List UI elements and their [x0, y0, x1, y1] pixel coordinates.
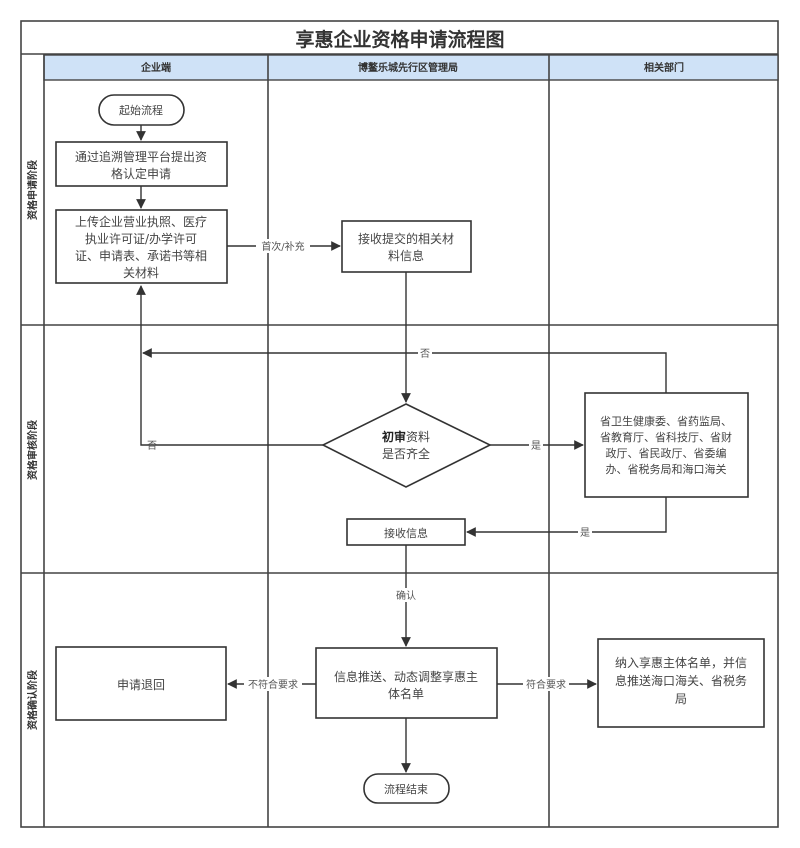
- edge-label-bg-yes-right: [529, 439, 543, 452]
- svg-text:省卫生健康委、省药监局、: 省卫生健康委、省药监局、: [600, 414, 732, 428]
- phase-label-confirm: 资格确认阶段: [26, 670, 39, 730]
- svg-text:格认定申请: 格认定申请: [111, 166, 171, 181]
- node-include-list: 纳入享惠主体名单，并信 息推送海口海关、省税务 局: [597, 638, 765, 728]
- edge-label-not-meet: 不符合要求: [248, 678, 298, 691]
- edge-label-bg-meet: [523, 677, 569, 691]
- svg-text:局: 局: [675, 692, 687, 706]
- lane-header-enterprise: 企业端: [140, 61, 171, 74]
- node-upload-materials: 上传企业营业执照、医疗 执业许可证/办学许可 证、申请表、承诺书等相 关材料: [55, 209, 228, 284]
- edge-departments-no-return: [142, 348, 667, 393]
- edge-label-bg-no-top: [418, 347, 432, 360]
- edge-label-yes-right: 是: [531, 440, 541, 452]
- svg-text:申请退回: 申请退回: [117, 678, 165, 692]
- edge-decision-no: [136, 285, 323, 446]
- edge-label-bg-not-meet: [244, 677, 302, 691]
- node-related-departments: 省卫生健康委、省药监局、 省教育厅、省科技厅、省财 政厅、省民政厅、省委编 办、…: [584, 392, 749, 498]
- node-start: 起始流程: [98, 94, 185, 126]
- svg-text:上传企业营业执照、医疗: 上传企业营业执照、医疗: [75, 214, 207, 229]
- svg-text:政厅、省民政厅、省委编: 政厅、省民政厅、省委编: [606, 446, 727, 460]
- edge-label-no-left: 否: [147, 440, 157, 452]
- svg-text:省教育厅、省科技厅、省财: 省教育厅、省科技厅、省财: [600, 430, 732, 444]
- node-receive-info: 接收信息: [346, 518, 466, 546]
- svg-text:是否齐全: 是否齐全: [382, 446, 430, 461]
- edge-label-first-supplement: 首次/补充: [261, 240, 304, 253]
- phase-label-apply: 资格申请阶段: [26, 160, 39, 220]
- svg-text:流程结束: 流程结束: [384, 782, 428, 796]
- svg-text:体名单: 体名单: [388, 686, 424, 701]
- svg-text:起始流程: 起始流程: [119, 103, 163, 117]
- svg-text:信息推送、动态调整享惠主: 信息推送、动态调整享惠主: [334, 669, 478, 684]
- node-application-rejected: 申请退回: [55, 646, 227, 721]
- phase-label-review: 资格审核阶段: [26, 420, 39, 480]
- svg-text:初审资料: 初审资料: [382, 429, 430, 444]
- svg-text:证、申请表、承诺书等相: 证、申请表、承诺书等相: [75, 249, 207, 263]
- node-decision-initial-review: 初审资料 是否齐全: [321, 403, 492, 488]
- svg-text:纳入享惠主体名单，并信: 纳入享惠主体名单，并信: [615, 655, 747, 670]
- edge-label-confirm: 确认: [396, 589, 416, 602]
- lane-header-departments: 相关部门: [644, 61, 684, 74]
- svg-text:接收提交的相关材: 接收提交的相关材: [358, 231, 454, 246]
- svg-text:办、省税务局和海口海关: 办、省税务局和海口海关: [606, 462, 727, 476]
- svg-text:关材料: 关材料: [123, 266, 159, 280]
- edge-label-bg-yes-back: [578, 526, 592, 539]
- node-submit-application: 通过追溯管理平台提出资 格认定申请: [55, 141, 228, 187]
- svg-text:通过追溯管理平台提出资: 通过追溯管理平台提出资: [75, 149, 207, 164]
- diagram-title: 享惠企业资格申请流程图: [295, 28, 504, 51]
- edge-label-no-top: 否: [420, 348, 430, 360]
- outer-frame: [20, 20, 779, 828]
- edge-label-meet: 符合要求: [526, 678, 566, 691]
- node-receive-materials: 接收提交的相关材 料信息: [341, 220, 472, 273]
- svg-text:接收信息: 接收信息: [384, 526, 428, 540]
- node-end: 流程结束: [363, 773, 450, 804]
- edge-label-bg-first: [256, 239, 310, 253]
- lane-header-bureau: 博鳌乐城先行区管理局: [358, 61, 458, 74]
- svg-text:料信息: 料信息: [388, 248, 424, 263]
- edge-label-yes-back: 是: [580, 527, 590, 539]
- node-push-info: 信息推送、动态调整享惠主 体名单: [315, 647, 498, 719]
- edge-label-bg-confirm: [393, 588, 419, 602]
- svg-text:息推送海口海关、省税务: 息推送海口海关、省税务: [615, 673, 747, 688]
- edge-departments-yes: [466, 497, 667, 537]
- svg-text:执业许可证/办学许可: 执业许可证/办学许可: [85, 231, 197, 246]
